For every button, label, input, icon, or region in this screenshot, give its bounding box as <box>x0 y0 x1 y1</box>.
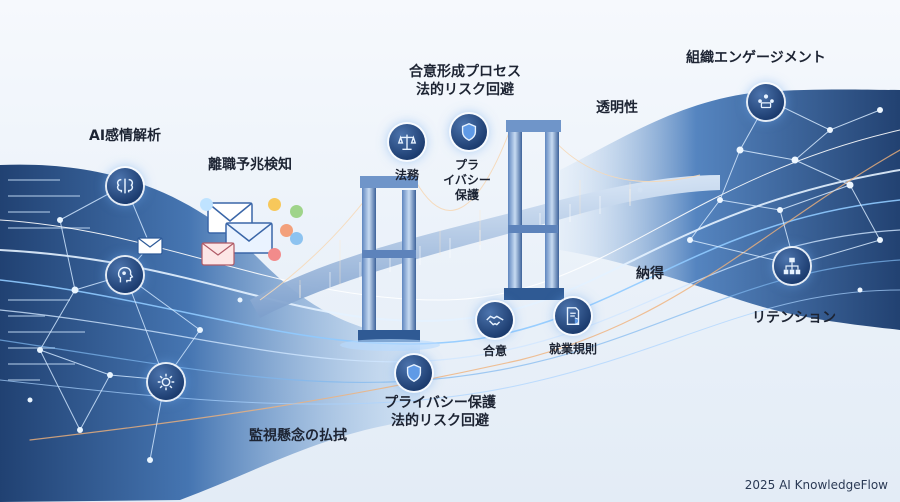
label-privacy-line-3: 保護 <box>454 188 480 202</box>
label-consensus-line-1: 合意形成プロセス <box>409 64 521 80</box>
shield-bottom-icon <box>396 355 432 391</box>
label-privacy-line-1: プラ <box>454 158 480 172</box>
emoji-chat-icon <box>200 198 213 211</box>
label-bottom-line-1: プライバシー保護 <box>384 395 496 411</box>
scales-icon <box>389 124 425 160</box>
label-engagement: 組織エンゲージメント <box>686 50 826 66</box>
document-shield-icon <box>555 298 591 334</box>
emoji-happy-icon <box>268 198 281 211</box>
shield-icon <box>451 114 487 150</box>
handshake-icon <box>477 302 513 338</box>
gear-head-icon <box>148 364 184 400</box>
label-acceptance: 納得 <box>636 266 664 282</box>
label-surveillance: 監視懸念の払拭 <box>249 428 347 444</box>
label-bottom-line-2: 法的リスク回避 <box>390 412 489 429</box>
brain-icon <box>107 168 143 204</box>
label-consensus-title: 合意形成プロセス 法的リスク回避 <box>409 64 521 99</box>
label-agreement: 合意 <box>482 344 508 358</box>
mail-icon <box>137 237 163 255</box>
credit-text: 2025 AI KnowledgeFlow <box>744 478 888 492</box>
label-legal: 法務 <box>394 168 420 182</box>
mail-cluster-icon <box>201 202 273 266</box>
label-bottom-protection: プライバシー保護 法的リスク回避 <box>384 395 496 430</box>
emoji-sad-icon <box>290 232 303 245</box>
head-network-icon <box>107 257 143 293</box>
label-work-rules: 就業規則 <box>548 342 598 356</box>
label-retention: リテンション <box>752 310 836 326</box>
emoji-neutral-icon <box>280 224 293 237</box>
label-privacy: プラ イバシー 保護 <box>443 158 491 203</box>
label-consensus-line-2: 法的リスク回避 <box>416 81 514 98</box>
team-meeting-icon <box>748 84 784 120</box>
emoji-angry-icon <box>268 248 281 261</box>
emoji-smile-icon <box>290 205 303 218</box>
org-chart-icon <box>774 248 810 284</box>
label-turnover: 離職予兆検知 <box>208 157 292 173</box>
label-ai-emotion: AI感情解析 <box>89 128 162 144</box>
label-privacy-line-2: イバシー <box>443 173 491 187</box>
label-transparency: 透明性 <box>596 100 638 116</box>
